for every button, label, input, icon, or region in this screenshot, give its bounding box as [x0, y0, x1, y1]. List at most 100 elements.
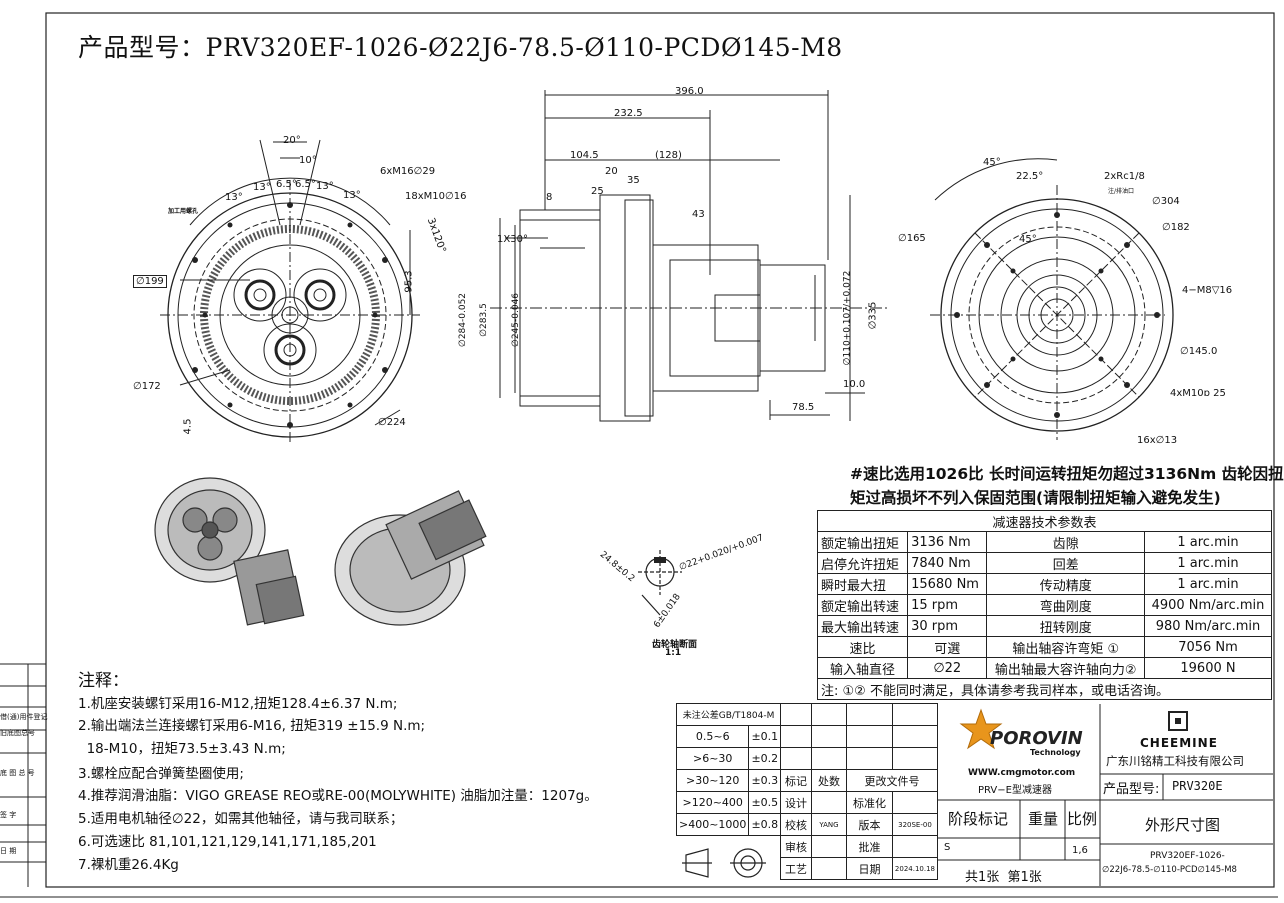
stage-s: S	[944, 842, 951, 853]
dim-dia182: ∅182	[1162, 222, 1190, 233]
model-value: PRV320E	[1172, 779, 1223, 793]
dim-45deg-a: 45°	[983, 157, 1001, 168]
dim-4xm10: 4xM10ɒ 25	[1170, 388, 1226, 399]
side-strip-old-base: 旧底图总号	[0, 729, 35, 737]
dim-dia145: ∅145.0	[1180, 346, 1218, 357]
scale-value: 1,6	[1072, 845, 1088, 856]
dim-13deg-d: 13°	[343, 190, 361, 201]
dim-95-3: 95.3	[403, 270, 415, 293]
note-1: 1.机座安装螺钉采用16-M12,扭矩128.4±6.37 N.m;	[78, 696, 398, 712]
revision-header: 标记处数更改文件号	[780, 769, 938, 792]
dim-43: 43	[692, 209, 705, 220]
drawing-code-2: ∅22J6-78.5-∅110-PCD∅145-M8	[1102, 865, 1237, 875]
dim-dia284: ∅284-0.052	[458, 292, 469, 348]
dim-10: 10.0	[843, 379, 866, 390]
weight-label: 重量	[1028, 810, 1059, 828]
dim-104-5: 104.5	[570, 150, 599, 161]
dim-13deg-b: 13°	[253, 182, 271, 193]
side-strip-date: 日 期	[0, 847, 17, 855]
side-strip-register: 借(通)用件登记	[0, 713, 48, 721]
dim-dia335: ∅335	[867, 301, 879, 330]
side-strip-sign: 签 字	[0, 811, 17, 819]
torque-warning-line1: #速比选用1026比 长时间运转扭矩勿超过3136Nm 齿轮因扭	[850, 465, 1284, 483]
shaft-section	[638, 550, 682, 616]
notes-heading: 注释：	[78, 671, 129, 691]
dim-dia165: ∅165	[898, 233, 926, 244]
spec-table-note: 注: ①② 不能同时满足，具体请参考我司样本，或电话咨询。	[817, 678, 1272, 700]
company-name: 广东川铭精工科技有限公司	[1106, 754, 1244, 768]
section-scale: 1:1	[665, 648, 682, 658]
label-rc: 2xRc1/8	[1104, 171, 1145, 182]
dim-6xm16: 6xM16∅29	[380, 166, 436, 177]
title-block-frame	[938, 704, 1273, 886]
brand-name: POROVIN	[990, 728, 1083, 749]
dim-dia283-5: ∅283.5	[478, 303, 489, 337]
brand-url: WWW.cmgmotor.com	[968, 768, 1076, 778]
label-rc-sub: 注/排油口	[1108, 188, 1135, 195]
dim-22-5deg: 22.5°	[1016, 171, 1044, 182]
dim-45deg-b: 45°	[1019, 234, 1037, 245]
sign-row: 设计标准化	[780, 791, 939, 814]
dim-4-5: 4.5	[182, 418, 194, 435]
page-title: 产品型号：PRV320EF-1026-Ø22J6-78.5-Ø110-PCDØ1…	[78, 33, 843, 62]
dim-dia199: ∅199	[133, 275, 167, 288]
ratio-label: 比例	[1067, 810, 1098, 828]
tolerance-header: 未注公差GB/T1804-M	[675, 703, 782, 726]
dim-128: (128)	[655, 150, 682, 161]
dim-dia110: ∅110+0.107/+0.072	[842, 270, 853, 366]
dim-16xdia13: 16x∅13	[1137, 435, 1178, 446]
dim-10deg: 10°	[299, 155, 317, 166]
sheet-count: 共1张 第1张	[965, 870, 1042, 885]
dim-13deg-a: 13°	[225, 192, 243, 203]
note-5: 5.适用电机轴径∅22，如需其他轴径，请与我司联系；	[78, 811, 404, 827]
dim-dia304: ∅304	[1152, 196, 1180, 207]
dim-8: 8	[546, 192, 553, 203]
dim-20deg: 20°	[283, 135, 301, 146]
dim-20: 20	[605, 166, 618, 177]
brand-tech: Technology	[1030, 748, 1081, 757]
dim-4-m8: 4−M8▽16	[1182, 285, 1233, 296]
sign-row: 审核批准	[780, 835, 939, 858]
porovin-logo-icon	[959, 708, 1003, 750]
dim-dia224: ∅224	[378, 417, 406, 428]
note-2b: 18-M10，扭矩73.5±3.43 N.m;	[78, 741, 286, 757]
front-view	[160, 139, 420, 445]
section-label: 齿轮轴断面	[652, 640, 698, 650]
dim-6-5deg-b: 6.5°	[295, 179, 316, 190]
brand-subtitle: PRV−E型减速器	[978, 785, 1052, 796]
isometric-renders	[154, 477, 487, 626]
label-machining-hole: 加工用螺孔	[168, 208, 199, 215]
spec-table-title: 减速器技术参数表	[817, 510, 1272, 532]
cheemine-logo-icon	[1168, 711, 1188, 731]
model-label: 产品型号:	[1103, 782, 1160, 797]
tolerance-row: >120~400±0.5	[675, 791, 782, 814]
dim-396: 396.0	[675, 86, 704, 97]
drawing-code-1: PRV320EF-1026-	[1150, 851, 1225, 861]
side-strip-base-no: 底 图 总 号	[0, 769, 35, 777]
dim-18xm10: 18xM10∅16	[405, 191, 467, 202]
rear-view	[930, 158, 1174, 440]
dim-35: 35	[627, 175, 640, 186]
dim-232-5: 232.5	[614, 108, 643, 119]
note-4: 4.推荐润滑油脂：VIGO GREASE REO或RE-00(MOLYWHITE…	[78, 788, 598, 804]
drawing-name: 外形尺寸图	[1145, 816, 1221, 834]
tolerance-row: >6~30±0.2	[675, 747, 782, 770]
note-2: 2.输出端法兰连接螺钉采用6-M16, 扭矩319 ±15.9 N.m;	[78, 718, 426, 734]
stage-mark: 阶段标记	[948, 810, 1009, 828]
dim-dia245: ∅245-0.046	[511, 292, 522, 348]
right-logo-text: CHEEMINE	[1140, 736, 1218, 750]
projection-symbol-icon	[682, 848, 766, 878]
tolerance-row: 0.5~6±0.1	[675, 725, 782, 748]
